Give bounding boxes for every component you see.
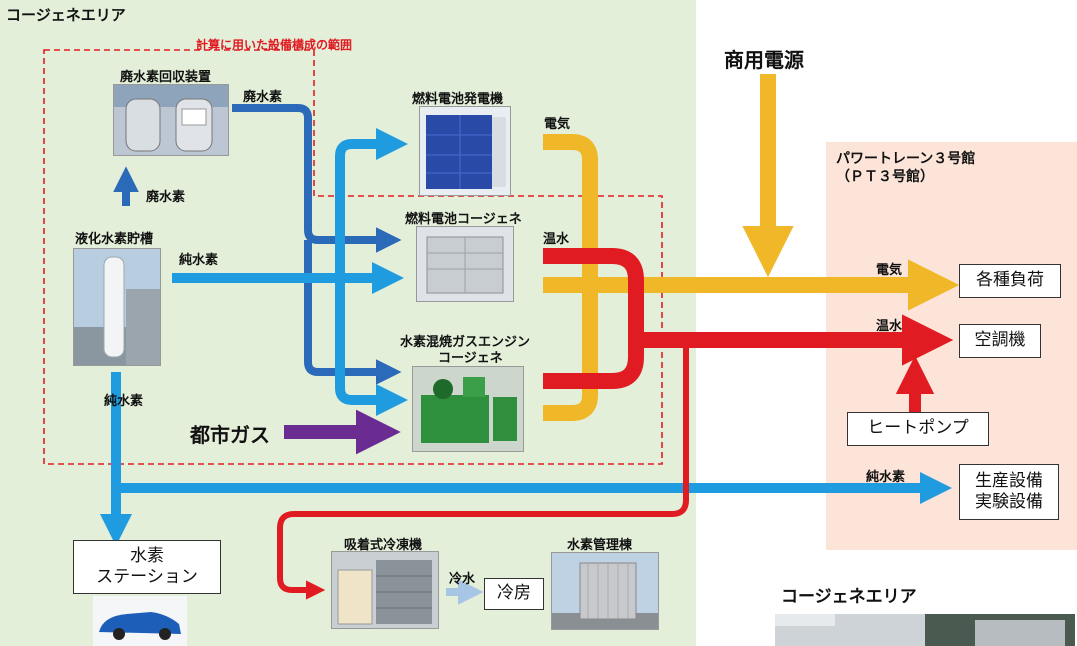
waste-h2-flow: [232, 104, 402, 253]
absorption-chiller-image: [331, 551, 439, 629]
h2-building-label: 水素管理棟: [567, 538, 633, 553]
hot-water-loop: [543, 248, 644, 389]
waste-h2-label-1: 廃水素: [243, 90, 283, 105]
cogen-area-photo: [775, 614, 1075, 646]
pure-h2-to-fc-generator: [335, 139, 392, 405]
pt3-title-1: パワートレーン３号館: [836, 151, 976, 167]
pure-h2-label-3: 純水素: [866, 470, 906, 485]
fc-cogen-label: 燃料電池コージェネ: [405, 212, 522, 227]
production-box: 生産設備 実験設備: [959, 464, 1059, 520]
cooling-box: 冷房: [484, 578, 544, 610]
h2-station-box: 水素 ステーション: [73, 540, 221, 594]
h2-building-image: [551, 552, 659, 630]
photo-caption: コージェネエリア: [781, 587, 917, 607]
hot-water-label-1: 温水: [543, 232, 570, 247]
waste-h2-to-engine: [304, 240, 402, 385]
calc-scope-label: 計算に用いた設備構成の範囲: [196, 38, 353, 52]
lh2-tank-label: 液化水素貯槽: [75, 232, 154, 247]
fc-generator-image: [419, 106, 511, 196]
ac-box: 空調機: [959, 324, 1041, 358]
electricity-label-2: 電気: [876, 263, 903, 278]
heat-pump-box: ヒートポンプ: [847, 412, 989, 446]
cold-water-label: 冷水: [449, 572, 476, 587]
loads-box: 各種負荷: [959, 264, 1061, 298]
pure-h2-label-1: 純水素: [179, 253, 219, 268]
h2-engine-label-2: コージェネ: [438, 351, 503, 366]
hot-water-to-chiller: [277, 340, 689, 600]
pt3-title-2: （ＰＴ３号館）: [836, 169, 934, 185]
cogen-area-title: コージェネエリア: [6, 6, 126, 24]
h2-engine-label-1: 水素混焼ガスエンジン: [400, 335, 531, 350]
hot-water-label-2: 温水: [876, 319, 903, 334]
commercial-power-label: 商用電源: [724, 48, 804, 72]
fc-generator-label: 燃料電池発電機: [412, 92, 504, 107]
calc-scope-border: [43, 49, 663, 465]
city-gas-label: 都市ガス: [190, 423, 270, 447]
waste-h2-label-2: 廃水素: [146, 190, 186, 205]
chiller-label: 吸着式冷凍機: [344, 538, 423, 553]
fcv-car-image: [93, 596, 187, 646]
waste-h2-recovery-label: 廃水素回収装置: [120, 70, 212, 85]
electricity-label-1: 電気: [544, 117, 571, 132]
fc-cogen-image: [416, 226, 514, 302]
waste-h2-recovery-image: [113, 84, 229, 156]
pure-h2-label-2: 純水素: [104, 394, 144, 409]
lh2-tank-image: [73, 248, 161, 366]
h2-engine-image: [412, 366, 524, 452]
